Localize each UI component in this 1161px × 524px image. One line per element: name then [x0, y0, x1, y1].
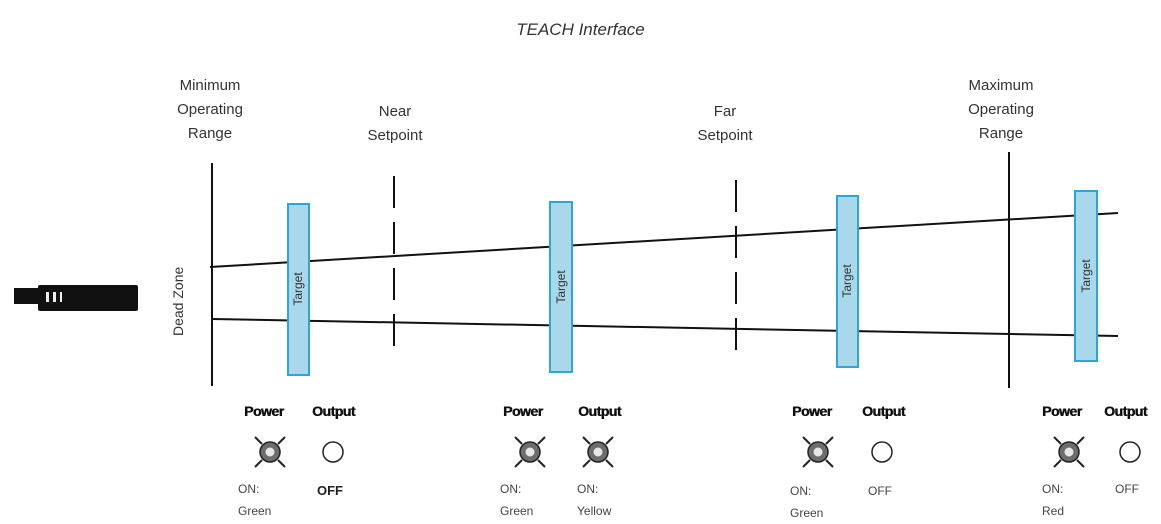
min-range-label: Minimum Operating Range	[155, 74, 265, 146]
output-state: OFF	[868, 480, 892, 502]
power-state: ON: Red	[1042, 478, 1064, 522]
power-state-line: Green	[238, 504, 272, 518]
power-led-icon	[802, 436, 834, 468]
min-range-label-line: Minimum	[179, 77, 241, 94]
output-led-icon	[871, 441, 893, 463]
target-2: Target	[549, 201, 573, 373]
target-label: Target	[554, 270, 568, 304]
power-state: ON: Green	[238, 478, 271, 522]
output-indicator-label: Output	[862, 403, 905, 419]
beam-lower-line	[211, 318, 1119, 337]
output-indicator-label: Output	[1104, 403, 1147, 419]
output-led-icon	[1119, 441, 1141, 463]
power-led-icon	[254, 436, 286, 468]
output-state: ON: Yellow	[577, 478, 611, 522]
output-state-line: OFF	[1115, 482, 1139, 496]
power-state-line: ON:	[1042, 482, 1064, 496]
power-indicator-label: Power	[792, 403, 832, 419]
near-setpoint-label: Near Setpoint	[345, 100, 445, 148]
output-indicator-label: Output	[578, 403, 621, 419]
max-range-label-line: Operating	[968, 101, 1034, 118]
max-range-label-line: Maximum	[968, 77, 1034, 94]
power-state-line: ON:	[500, 482, 522, 496]
beam-upper-line	[209, 212, 1119, 268]
power-state-line: Green	[790, 506, 824, 520]
near-setpoint-label-line: Near	[378, 103, 412, 120]
max-range-label-line: Range	[978, 125, 1024, 142]
power-state: ON: Green	[500, 478, 533, 522]
target-label: Target	[840, 264, 854, 298]
target-4: Target	[1074, 190, 1098, 362]
power-state-line: Red	[1042, 504, 1065, 518]
power-state: ON: Green	[790, 480, 823, 524]
power-state-line: ON:	[238, 482, 260, 496]
output-state-line: OFF	[868, 484, 892, 498]
output-led-icon	[582, 436, 614, 468]
output-state: OFF	[1115, 478, 1139, 500]
output-state: OFF	[317, 480, 343, 502]
min-range-label-line: Range	[187, 125, 233, 142]
output-state-line: Yellow	[577, 504, 612, 518]
near-setpoint-label-line: Setpoint	[367, 127, 423, 144]
target-3: Target	[836, 195, 859, 368]
output-indicator-label: Output	[312, 403, 355, 419]
target-label: Target	[291, 272, 305, 306]
power-indicator-label: Power	[244, 403, 284, 419]
target-1: Target	[287, 203, 310, 376]
power-led-icon	[514, 436, 546, 468]
target-label: Target	[1079, 259, 1093, 293]
far-setpoint-label-line: Far	[713, 103, 737, 120]
output-state-line: OFF	[317, 483, 343, 498]
max-range-label: Maximum Operating Range	[946, 74, 1056, 146]
power-state-line: Green	[500, 504, 534, 518]
power-state-line: ON:	[790, 484, 812, 498]
diagram-title: TEACH Interface	[516, 20, 645, 39]
power-led-icon	[1053, 436, 1085, 468]
output-led-icon	[322, 441, 344, 463]
power-indicator-label: Power	[503, 403, 543, 419]
sensor-icon	[14, 285, 138, 311]
power-indicator-label: Power	[1042, 403, 1082, 419]
min-range-label-line: Operating	[177, 101, 243, 118]
far-setpoint-label: Far Setpoint	[675, 100, 775, 148]
far-setpoint-label-line: Setpoint	[697, 127, 753, 144]
output-state-line: ON:	[577, 482, 599, 496]
